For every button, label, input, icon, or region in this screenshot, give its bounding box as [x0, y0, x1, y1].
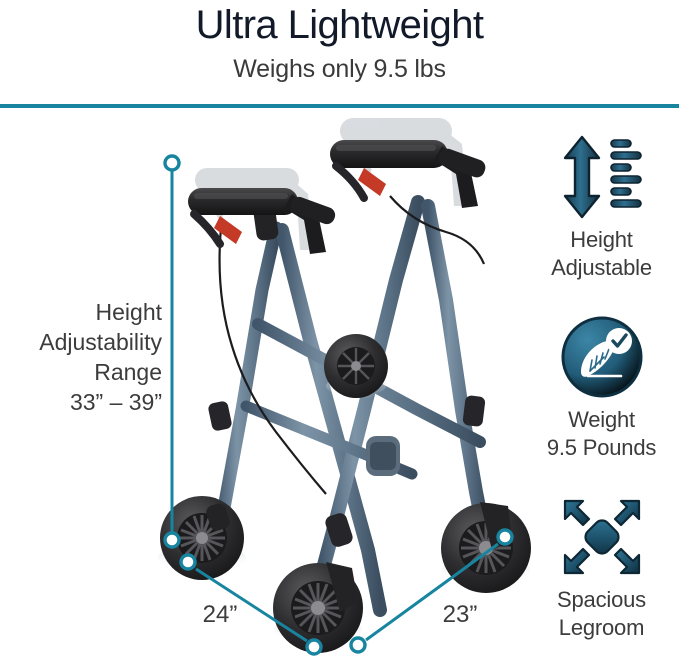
depth-dimension-label: 24”: [202, 601, 238, 628]
feature-spacious-legroom: Spacious Legroom: [524, 488, 679, 642]
feature-weight: Weight 9.5 Pounds: [524, 308, 679, 462]
width-dimension-label: 23”: [442, 601, 478, 628]
brake-lever: [332, 162, 368, 202]
product-image: [150, 110, 540, 661]
header: Ultra Lightweight Weighs only 9.5 lbs: [0, 0, 679, 108]
brake-release-tab: [358, 168, 386, 196]
check-icon: [610, 333, 628, 348]
feature-label: Spacious Legroom: [557, 587, 646, 640]
height-arrows-ruler-icon: [524, 128, 679, 226]
handle-rear: [188, 188, 336, 254]
wheel-front-right: [441, 502, 531, 593]
height-collar: [208, 401, 232, 431]
feature-label: Height Adjustable: [551, 227, 652, 280]
height-range-label: Height Adjustability Range 33” – 39”: [39, 299, 162, 415]
height-collar: [462, 395, 486, 427]
wheel-rear-left: [158, 496, 246, 580]
feature-height-adjustable: Height Adjustable: [524, 128, 679, 282]
brake-cables: [218, 195, 486, 495]
feature-list: Height Adjustable: [524, 128, 679, 661]
caster-fork: [326, 562, 358, 612]
height-collar: [325, 513, 353, 547]
page-subtitle: Weighs only 9.5 lbs: [233, 55, 446, 83]
brake-lever: [190, 210, 224, 248]
brake-release-tab: [214, 216, 242, 244]
wheel-rear-right: [324, 334, 388, 398]
feature-label: Weight 9.5 Pounds: [546, 407, 657, 460]
page-title: Ultra Lightweight: [195, 3, 484, 47]
four-way-expand-arrows-icon: [524, 488, 679, 586]
wheel-front-left: [273, 562, 363, 653]
feather-check-circle-icon: [524, 308, 679, 406]
handle-front: [330, 140, 486, 208]
header-divider: [0, 104, 679, 108]
